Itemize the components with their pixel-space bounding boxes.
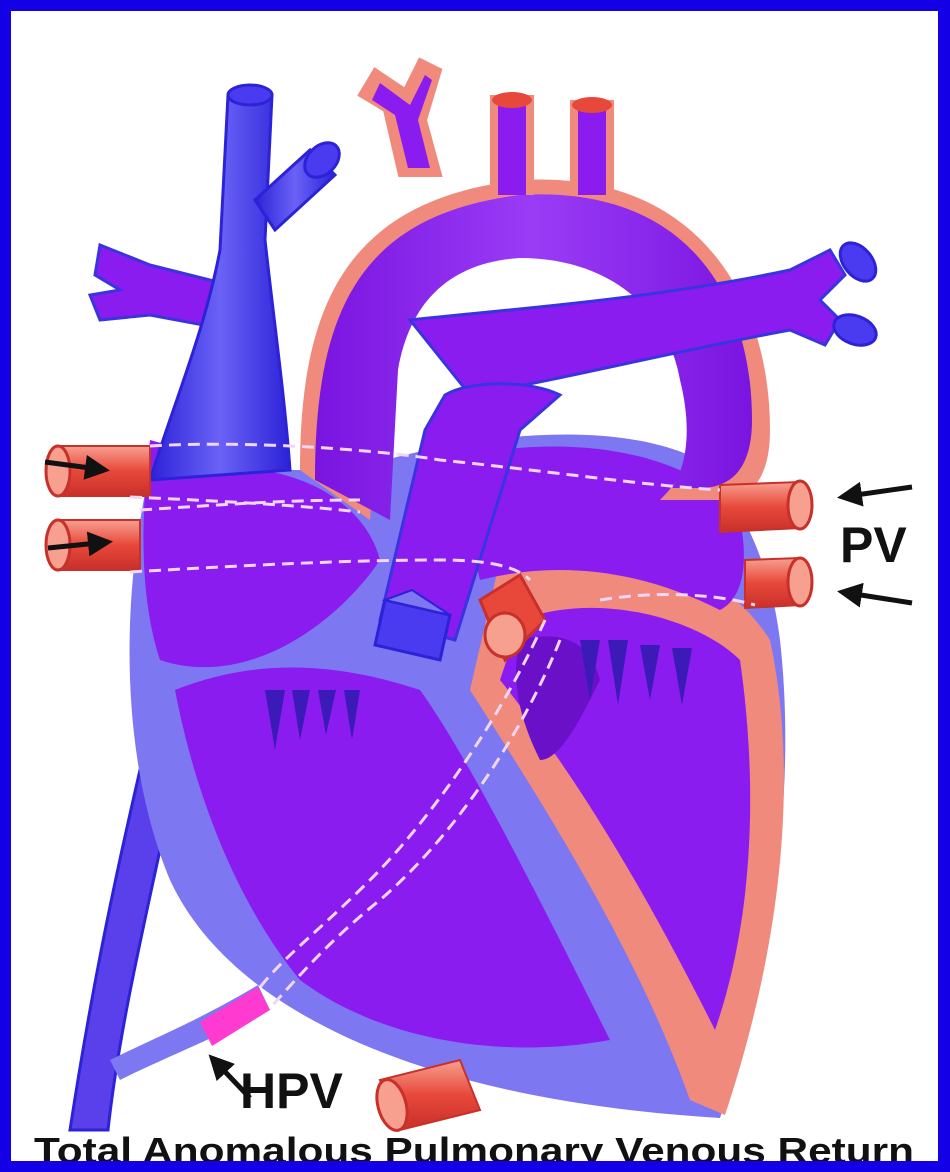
arch-branches [360, 60, 614, 195]
heart-diagram: PV HPV Total Anomalous Pulmonary Venous … [11, 11, 938, 1161]
arrow-left-icon [842, 487, 912, 497]
inferior-red-vessel [372, 1060, 480, 1134]
diagram-frame: PV HPV Total Anomalous Pulmonary Venous … [11, 11, 938, 1161]
svc-opening [228, 85, 272, 105]
diagram-caption: Total Anomalous Pulmonary Venous Return [34, 1130, 914, 1161]
pulmonary-vein-right-lower [745, 558, 812, 608]
pv-label: PV [840, 517, 907, 573]
arrow-left-icon [842, 592, 912, 603]
pulmonary-vein-right-upper [720, 481, 812, 532]
hpv-vessel [200, 987, 270, 1046]
hpv-label: HPV [240, 1063, 343, 1119]
